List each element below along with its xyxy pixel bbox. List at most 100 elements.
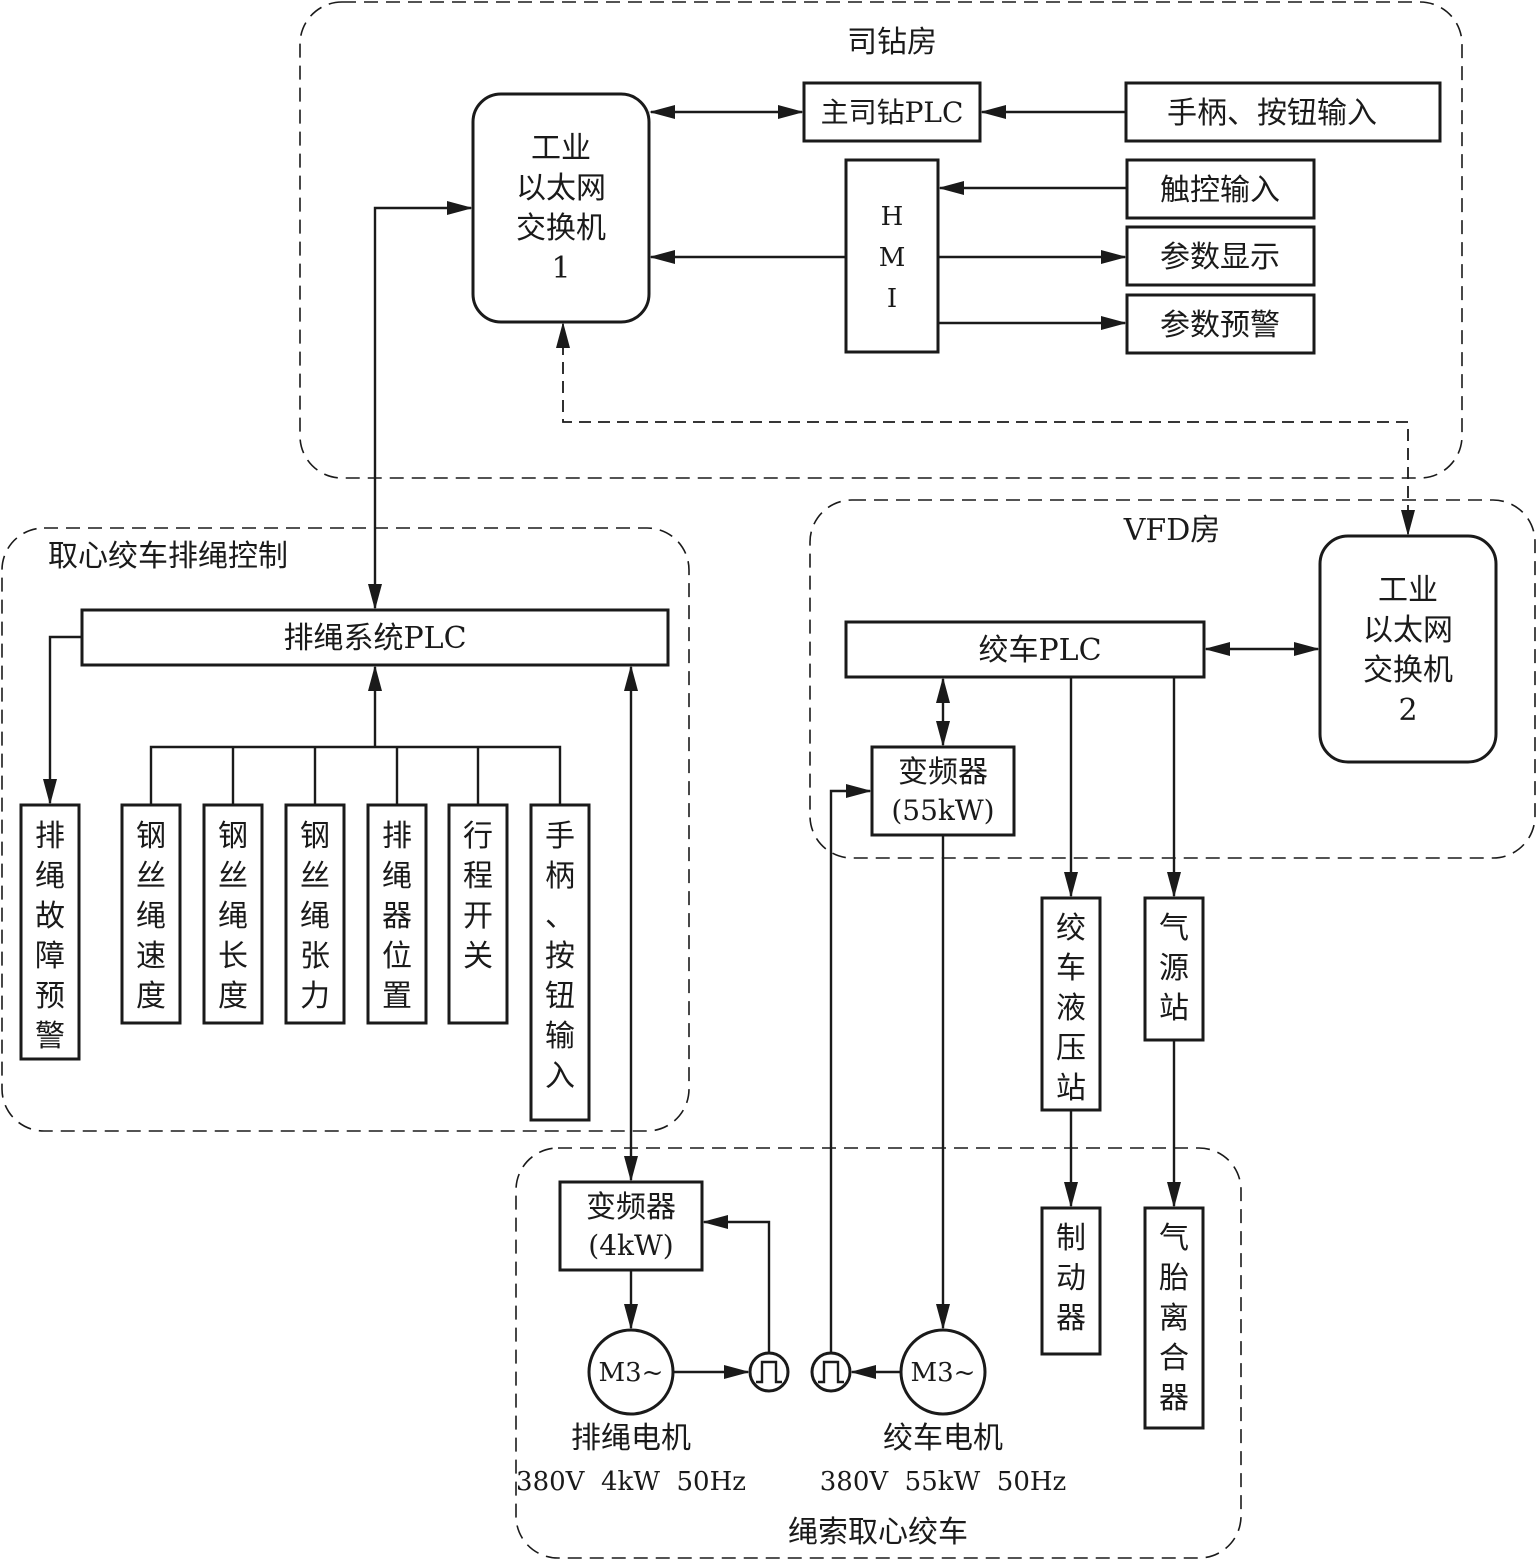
winch-encoder-feedback-link: [829, 784, 872, 1353]
spooler-position-char-5: 置: [382, 979, 412, 1014]
spool-handle-char-1: 手: [545, 819, 575, 854]
rope-speed-char-2: 丝: [136, 859, 166, 894]
clutch-char-3: 离: [1159, 1301, 1189, 1336]
rope-tension-char-4: 张: [300, 939, 330, 974]
clutch-char-2: 胎: [1159, 1261, 1189, 1296]
limit-switch-char-1: 行: [463, 819, 493, 854]
rope-speed-char-3: 绳: [136, 899, 166, 934]
fault-char-6: 警: [35, 1019, 65, 1054]
spool-motor-symbol-label: M3~: [599, 1358, 664, 1388]
rope-length-char-1: 钢: [218, 819, 248, 854]
inputs-bus-line: [149, 745, 562, 805]
limit-switch-char-2: 程: [463, 859, 493, 894]
param-display-box: [1125, 225, 1316, 287]
hydraulic-char-2: 车: [1056, 951, 1086, 986]
winch-motor-label: 绞车电机: [883, 1421, 1003, 1456]
rope-tension-char-5: 力: [300, 979, 330, 1014]
switch1-line1: 工业: [531, 131, 591, 166]
rope-length-char-3: 绳: [218, 899, 248, 934]
hmi-letter-i: I: [887, 284, 897, 314]
vfd-4kw-line1: 变频器: [586, 1190, 676, 1225]
rope-tension-char-1: 钢: [300, 819, 330, 854]
touch-input-box: [1125, 158, 1316, 220]
param-display-label: 参数显示: [1160, 240, 1280, 275]
spooler-position-char-2: 绳: [382, 859, 412, 894]
fault-char-1: 排: [35, 819, 65, 854]
rope-tension-box: [284, 803, 346, 1025]
air-source-char-1: 气: [1159, 911, 1189, 946]
handle-button-input-label: 手柄、按钮输入: [1167, 96, 1377, 131]
fault-char-2: 绳: [35, 859, 65, 894]
spool-handle-char-6: 输: [545, 1019, 575, 1054]
rope-speed-char-4: 速: [136, 939, 166, 974]
plc-to-fault-link: [43, 635, 82, 805]
clutch-char-5: 器: [1159, 1381, 1189, 1416]
winch-plc-label: 绞车PLC: [978, 633, 1101, 668]
hydraulic-char-4: 压: [1056, 1031, 1086, 1066]
spool-handle-char-3: 、: [545, 899, 575, 934]
fault-char-3: 故: [35, 899, 65, 934]
param-warning-label: 参数预警: [1160, 308, 1280, 343]
rope-speed-char-1: 钢: [136, 819, 166, 854]
spooling-system-plc-label: 排绳系统PLC: [283, 621, 466, 656]
coring-winch-title: 绳索取心绞车: [788, 1515, 968, 1550]
air-source-char-3: 站: [1159, 991, 1189, 1026]
spool-motor-spec: 380V 4kW 50Hz: [516, 1467, 746, 1497]
switch1-line4: 1: [551, 251, 570, 286]
winch-plc: [844, 620, 1206, 679]
switch1-switch2-dashed-link: [556, 322, 1415, 536]
vfd-55kw: [870, 745, 1016, 837]
rope-length-char-2: 丝: [218, 859, 248, 894]
rope-speed-char-5: 度: [136, 979, 166, 1014]
switch2-line3: 交换机: [1363, 653, 1453, 688]
hmi-letter-m: M: [879, 243, 906, 273]
winch-hydraulic-station: [1040, 896, 1102, 1112]
vfd-room-title: VFD房: [1123, 513, 1221, 548]
touch-input-label: 触控输入: [1160, 173, 1280, 208]
hydraulic-char-3: 液: [1056, 991, 1086, 1026]
limit-switch-box: [447, 803, 509, 1025]
switch2-line4: 2: [1398, 693, 1417, 728]
spooling-control-title: 取心绞车排绳控制: [48, 539, 288, 574]
air-source-char-2: 源: [1159, 951, 1189, 986]
clutch-char-4: 合: [1159, 1341, 1189, 1376]
switch2-line1: 工业: [1378, 573, 1438, 608]
spooler-position-char-4: 位: [382, 939, 412, 974]
vfd-4kw-line2: (4kW): [588, 1229, 673, 1262]
spooler-position-char-3: 器: [382, 899, 412, 934]
fault-char-5: 预: [35, 979, 65, 1014]
switch1-line3: 交换机: [516, 211, 606, 246]
main-driller-plc: [802, 81, 982, 143]
winch-encoder-pulse: [818, 1360, 844, 1384]
spooler-position-char-1: 排: [382, 819, 412, 854]
switch2-line2: 以太网: [1363, 613, 1453, 648]
spool-encoder-pulse: [756, 1360, 782, 1384]
spooling-control-region: [1, 527, 690, 1132]
hydraulic-char-5: 站: [1056, 1071, 1086, 1106]
spool-handle-char-5: 钮: [545, 979, 575, 1014]
air-clutch-box: [1143, 1206, 1205, 1430]
hmi-letter-h: H: [881, 202, 904, 232]
rope-tension-char-2: 丝: [300, 859, 330, 894]
winch-motor-symbol-label: M3~: [911, 1358, 976, 1388]
switch1-line2: 以太网: [516, 171, 606, 206]
winch-encoder-icon: [810, 1351, 852, 1393]
main-driller-plc-label: 主司钻PLC: [821, 96, 964, 129]
spool-encoder-feedback-link: [702, 1215, 771, 1353]
fault-char-4: 障: [35, 939, 65, 974]
rope-length-box: [202, 803, 264, 1025]
spool-motor-label: 排绳电机: [571, 1421, 691, 1456]
rope-tension-char-3: 绳: [300, 899, 330, 934]
vfd-55kw-line1: 变频器: [898, 755, 988, 790]
vfd-55kw-line2: (55kW): [891, 794, 994, 827]
rope-length-char-5: 度: [218, 979, 248, 1014]
spool-handle-char-4: 按: [545, 939, 575, 974]
drill-room-title: 司钻房: [847, 25, 937, 60]
spool-handle-char-2: 柄: [545, 859, 575, 894]
clutch-char-1: 气: [1159, 1221, 1189, 1256]
spool-handle-input-box: [529, 803, 591, 1122]
spool-encoder-icon: [748, 1351, 790, 1393]
spool-handle-char-7: 入: [545, 1059, 575, 1094]
limit-switch-char-4: 关: [463, 939, 493, 974]
